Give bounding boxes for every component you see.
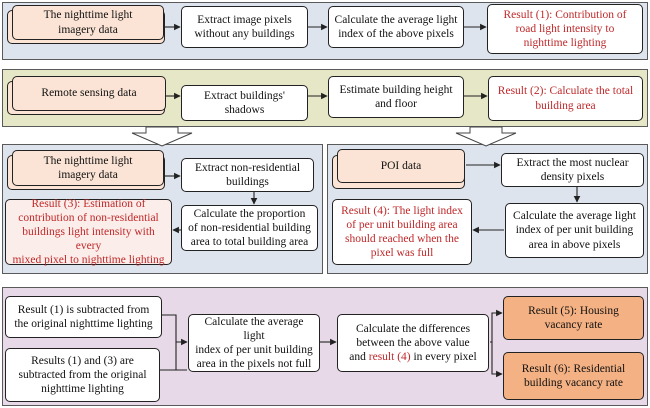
estimate-height-box: Estimate building height and floor (328, 76, 464, 118)
average-light-box: Calculate the average light index of the… (328, 6, 464, 48)
nighttime-light-source-box-2: The nighttime light imagery data (12, 150, 164, 186)
extract-shadows-box: Extract buildings' shadows (181, 85, 308, 121)
poi-source-box: POI data (337, 149, 465, 183)
remote-sensing-source-box: Remote sensing data (12, 76, 166, 111)
extract-density-box: Extract the most nuclear density pixels (501, 153, 644, 187)
nighttime-light-source-box: The nighttime light imagery data (12, 5, 164, 40)
result-3-box: Result (3): Estimation of contribution o… (5, 198, 172, 266)
result-2-box: Result (2): Calculate the total building… (488, 76, 643, 121)
average-not-full-box: Calculate the average light index of per… (188, 314, 320, 372)
result-6-box: Result (6): Residential building vacancy… (503, 352, 644, 400)
extract-non-residential-box: Extract non-residential buildings (181, 158, 314, 192)
subtract-results-1-3-box: Results (1) and (3) are subtracted from … (5, 348, 160, 402)
result-1-box: Result (1): Contribution of road light i… (487, 4, 643, 54)
subtract-result-1-box: Result (1) is subtracted from the origin… (5, 296, 162, 338)
extract-pixels-box: Extract image pixels without any buildin… (181, 6, 308, 48)
average-light-unit-box: Calculate the average light index of per… (505, 203, 644, 258)
result-5-box: Result (5): Housing vacancy rate (503, 296, 644, 340)
result-4-reference: result (4) (368, 351, 411, 363)
differences-box: Calculate the differences between the ab… (337, 314, 489, 372)
calculate-proportion-box: Calculate the proportion of non-resident… (181, 205, 318, 251)
result-4-box: Result (4): The light index of per unit … (332, 199, 472, 265)
